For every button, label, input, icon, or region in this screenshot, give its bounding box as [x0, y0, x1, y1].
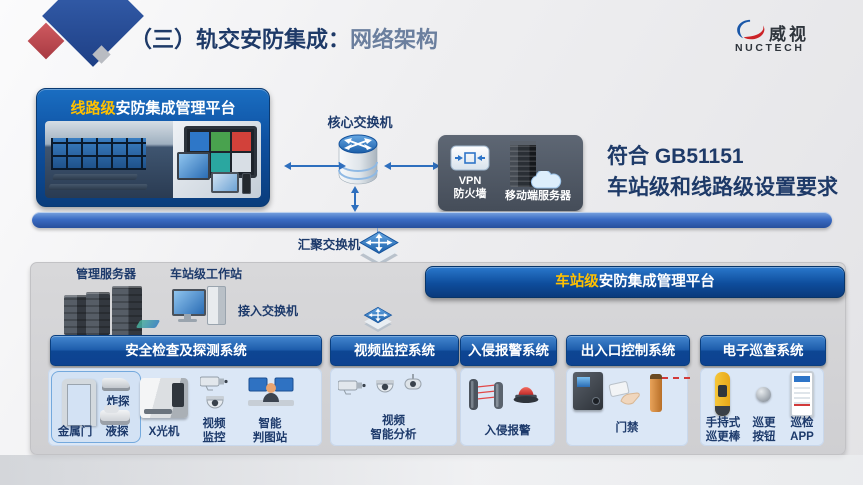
tv-tile	[232, 131, 252, 151]
dome-camera-icon	[376, 380, 394, 393]
card-swipe-hand-icon	[608, 381, 640, 405]
mobile-server-label: 移动端服务器	[505, 190, 571, 202]
bottom-gradient-strip	[0, 455, 863, 485]
monitor-stand	[184, 314, 191, 319]
item-label: 入侵报警	[484, 425, 531, 437]
item-label: 智能 判图站	[252, 418, 288, 445]
access-switch-label: 接入交换机	[237, 304, 298, 318]
barrier-gate-icon	[650, 374, 690, 412]
metal-detector-gate-icon	[62, 379, 96, 426]
page-title: （三）轨交安防集成：网络架构	[130, 22, 438, 54]
compliance-line2: 车站级和线路级设置要求	[607, 176, 838, 200]
explosive-trace-detector-icon	[102, 378, 130, 391]
page-title-sub: 网络架构	[350, 27, 439, 52]
item-label: 门禁	[615, 422, 639, 434]
liquid-detector-icon	[100, 405, 130, 425]
dome-camera-icon	[206, 396, 224, 409]
ptz-camera-icon	[404, 374, 422, 390]
bullet-camera-icon	[338, 380, 366, 395]
client-devices-scene	[172, 121, 261, 198]
console-desk	[48, 184, 149, 191]
access-terminal-icon	[573, 372, 603, 410]
aggregation-switch-label: 汇聚交换机	[297, 238, 361, 252]
control-room-image	[45, 121, 261, 198]
nuctech-swoosh-icon	[737, 19, 765, 40]
client-phone	[241, 173, 252, 195]
station-platform-rest: 安防集成管理平台	[598, 274, 715, 290]
core-switch-label: 核心交换机	[327, 115, 393, 130]
station-platform-bar: 车站级安防集成管理平台	[425, 266, 845, 298]
video-wall	[51, 137, 146, 171]
monitor-base	[178, 319, 197, 322]
workstation-monitor-icon	[172, 289, 206, 316]
system-header-intrusion: 入侵报警系统	[460, 335, 557, 366]
logo-text-en: NUCTECH	[735, 42, 805, 54]
client-monitor	[177, 152, 211, 180]
client-tablet	[210, 171, 239, 194]
network-bus-bar	[32, 212, 832, 228]
vpn-firewall-icon	[450, 145, 490, 171]
system-header-security-check: 安全检查及探测系统	[50, 335, 322, 366]
line-platform-title-rest: 安防集成管理平台	[115, 100, 236, 117]
link-arrow-core-bus	[350, 186, 360, 212]
vpn-server-box: VPN 防火墙 移动端服务器	[438, 135, 583, 211]
page-title-main: （三）轨交安防集成：	[130, 27, 351, 52]
xray-machine-icon	[140, 378, 188, 418]
tv-tile	[189, 131, 210, 151]
management-server-label: 管理服务器	[75, 267, 136, 281]
compliance-note: 符合 GB51151 车站级和线路级设置要求	[607, 141, 838, 203]
item-label: 手持式 巡更棒	[705, 417, 741, 444]
line-platform-panel: 线路级安防集成管理平台	[36, 88, 270, 207]
system-content-security-check: 炸探 金属门 液探 X光机 视频 监控 智能 判图站	[48, 368, 322, 446]
aggregation-switch-icon	[359, 231, 399, 266]
item-label: 巡更 按钮	[752, 417, 776, 444]
cloud-icon	[530, 171, 562, 189]
image-review-station-icon	[248, 377, 294, 406]
server-tower-icon	[64, 295, 88, 335]
core-switch-icon	[338, 134, 378, 185]
access-switch-icon	[363, 306, 393, 332]
link-arrow-core-vpn	[384, 161, 440, 171]
system-header-video: 视频监控系统	[330, 335, 459, 366]
console-desk	[51, 173, 139, 180]
patrol-button-icon	[756, 387, 771, 402]
patrol-app-phone-icon	[790, 371, 814, 417]
item-label: 金属门	[57, 426, 93, 438]
tv-tile	[211, 152, 231, 172]
server-tower-icon	[112, 286, 142, 338]
logo-text-cn: 威视	[769, 25, 809, 44]
link-arrow-platform-core	[284, 161, 346, 171]
system-header-patrol: 电子巡查系统	[700, 335, 826, 366]
line-platform-title: 线路级安防集成管理平台	[37, 97, 269, 118]
tv-tile	[211, 131, 231, 151]
item-label: 视频 监控	[202, 418, 226, 445]
line-platform-title-highlight: 线路级	[70, 100, 116, 117]
system-content-patrol: 手持式 巡更棒 巡更 按钮 巡检 APP	[700, 368, 824, 446]
bullet-camera-icon	[200, 376, 228, 391]
server-tower-icon	[86, 292, 110, 335]
item-label: 视频 智能分析	[370, 415, 417, 442]
item-label: 巡检 APP	[790, 417, 814, 444]
item-label: 液探	[105, 426, 129, 438]
patrol-wand-icon	[715, 372, 730, 416]
detector-subgroup: 炸探 金属门 液探	[51, 371, 141, 443]
station-platform-highlight: 车站级	[555, 274, 599, 290]
system-content-video: 视频 智能分析	[330, 368, 457, 446]
vpn-firewall-label: VPN 防火墙	[453, 175, 487, 201]
station-workstation-label: 车站级工作站	[169, 267, 242, 281]
tv-tile	[232, 152, 252, 172]
item-label: X光机	[148, 426, 180, 438]
control-room-scene	[45, 121, 173, 198]
compliance-line1: 符合 GB51151	[607, 145, 744, 168]
system-content-access: 门禁	[566, 368, 690, 446]
infrared-beams-icon	[469, 379, 503, 410]
alarm-siren-icon	[513, 387, 539, 403]
system-header-access: 出入口控制系统	[566, 335, 690, 366]
workstation-tower-icon	[207, 286, 226, 325]
system-content-intrusion: 入侵报警	[460, 368, 555, 446]
